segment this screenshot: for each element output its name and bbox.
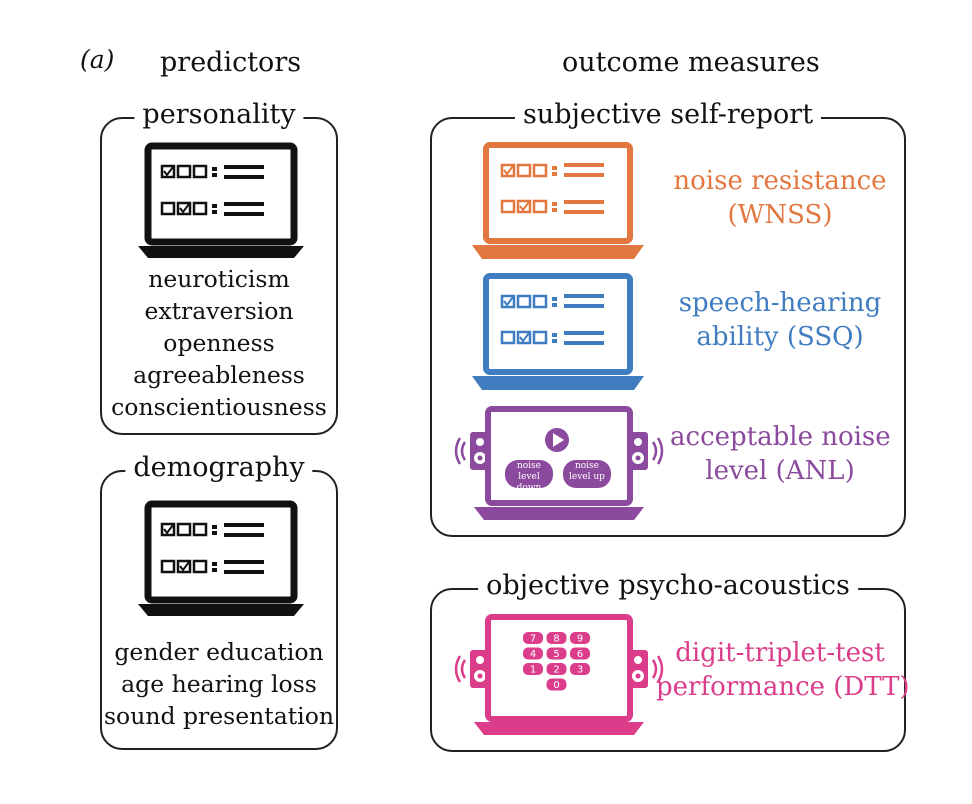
ssq-line-2: ability (SSQ) — [696, 322, 864, 352]
keypad-key-label-7: 7 — [530, 634, 536, 645]
btn-down-line-2: level down — [516, 472, 542, 493]
keypad-key-label-1: 1 — [530, 665, 536, 676]
demography-title: demography — [125, 453, 313, 483]
demo-sound-presentation: sound presentation — [104, 702, 334, 730]
personality-laptop-icon — [138, 142, 304, 258]
keypad-icon: 7 8 9 4 5 6 1 2 3 0 — [523, 632, 590, 691]
wnss-label: noise resistance (WNSS) — [670, 164, 890, 232]
btn-up-line-2: level up — [569, 472, 605, 482]
personality-list: neuroticism extraversion openness agreea… — [100, 263, 338, 423]
anl-speaker-right-icon — [628, 432, 664, 470]
keypad-key-label-5: 5 — [553, 649, 559, 660]
anl-line-1: acceptable noise — [670, 422, 891, 452]
keypad-key-1 — [523, 663, 543, 675]
dtt-line-1: digit-triplet-test — [675, 638, 885, 668]
objective-title: objective psycho-acoustics — [478, 571, 858, 601]
subjective-title: subjective self-report — [514, 100, 822, 130]
anl-laptop-icon — [474, 406, 644, 520]
keypad-key-4 — [523, 647, 543, 660]
ssq-line-1: speech-hearing — [678, 288, 882, 318]
demography-laptop-icon — [138, 500, 304, 616]
demography-list: gender education age hearing loss sound … — [100, 636, 338, 732]
keypad-key-label-9: 9 — [577, 634, 583, 645]
keypad-key-label-2: 2 — [553, 665, 559, 676]
btn-up-line-1: noise — [574, 461, 600, 471]
demo-gender-education: gender education — [114, 638, 324, 666]
trait-openness: openness — [163, 329, 275, 357]
keypad-key-5 — [546, 647, 567, 660]
keypad-key-label-6: 6 — [577, 649, 583, 660]
dtt-label: digit-triplet-test performance (DTT) — [656, 636, 910, 704]
keypad-key-label-0: 0 — [553, 680, 559, 691]
demo-age-hearing-loss: age hearing loss — [121, 670, 317, 698]
predictors-header: predictors — [160, 47, 302, 78]
btn-down-line-1: noise — [516, 461, 542, 471]
keypad-key-6 — [570, 647, 590, 660]
wnss-line-2: (WNSS) — [727, 200, 833, 230]
ssq-label: speech-hearing ability (SSQ) — [670, 286, 890, 354]
keypad-key-label-4: 4 — [530, 649, 536, 660]
trait-conscientiousness: conscientiousness — [111, 393, 327, 421]
trait-neuroticism: neuroticism — [148, 265, 290, 293]
keypad-key-label-8: 8 — [553, 634, 559, 645]
dtt-line-2: performance (DTT) — [656, 672, 910, 702]
trait-extraversion: extraversion — [144, 297, 294, 325]
keypad-key-label-3: 3 — [577, 665, 583, 676]
keypad-key-7 — [523, 632, 543, 644]
keypad-key-0 — [546, 678, 567, 691]
outcomes-header: outcome measures — [562, 47, 820, 78]
personality-title: personality — [134, 100, 304, 130]
keypad-key-2 — [546, 663, 567, 675]
anl-line-2: level (ANL) — [705, 456, 855, 486]
anl-label: acceptable noise level (ANL) — [670, 420, 891, 488]
checklist-icon — [160, 522, 208, 574]
checklist-icon — [160, 164, 208, 216]
dtt-laptop-icon: 7 8 9 4 5 6 1 2 3 0 — [474, 614, 644, 735]
keypad-key-8 — [546, 632, 567, 644]
noise-level-up-button: noise level up — [564, 461, 610, 483]
panel-label: (a) — [80, 45, 115, 74]
wnss-laptop-icon — [472, 142, 644, 259]
trait-agreeableness: agreeableness — [133, 361, 305, 389]
ssq-laptop-icon — [472, 273, 644, 390]
keypad-key-3 — [570, 663, 590, 675]
dtt-speaker-right-icon — [628, 650, 664, 688]
wnss-line-1: noise resistance — [673, 166, 887, 196]
keypad-key-9 — [570, 632, 590, 644]
noise-level-down-button: noise level down — [506, 461, 552, 494]
